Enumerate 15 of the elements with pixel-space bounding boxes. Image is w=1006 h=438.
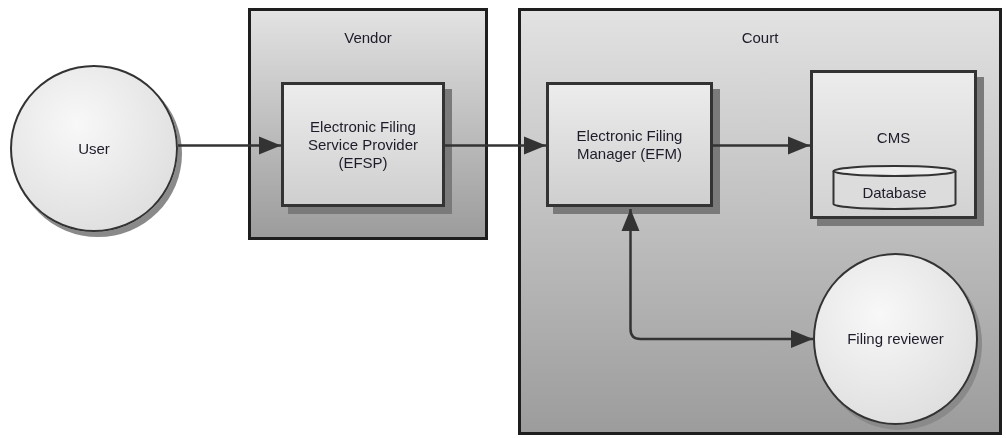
node-label: Filing reviewer	[847, 330, 944, 348]
database-cylinder	[832, 165, 957, 210]
node-label: User	[78, 139, 110, 158]
node-label: CMS	[876, 129, 911, 147]
arrow	[621, 209, 813, 348]
group-container	[248, 8, 488, 240]
node-label: Court	[741, 29, 779, 47]
arrow	[713, 136, 810, 155]
arrow	[178, 136, 281, 155]
node-label: Database	[862, 183, 927, 202]
arrow	[445, 136, 546, 155]
group-container	[518, 8, 1002, 435]
node-label: Electronic Filing Manager (EFM)	[575, 126, 684, 163]
node-label: Electronic Filing Service Provider (EFSP)	[306, 117, 419, 172]
node-label: Vendor	[344, 29, 392, 47]
